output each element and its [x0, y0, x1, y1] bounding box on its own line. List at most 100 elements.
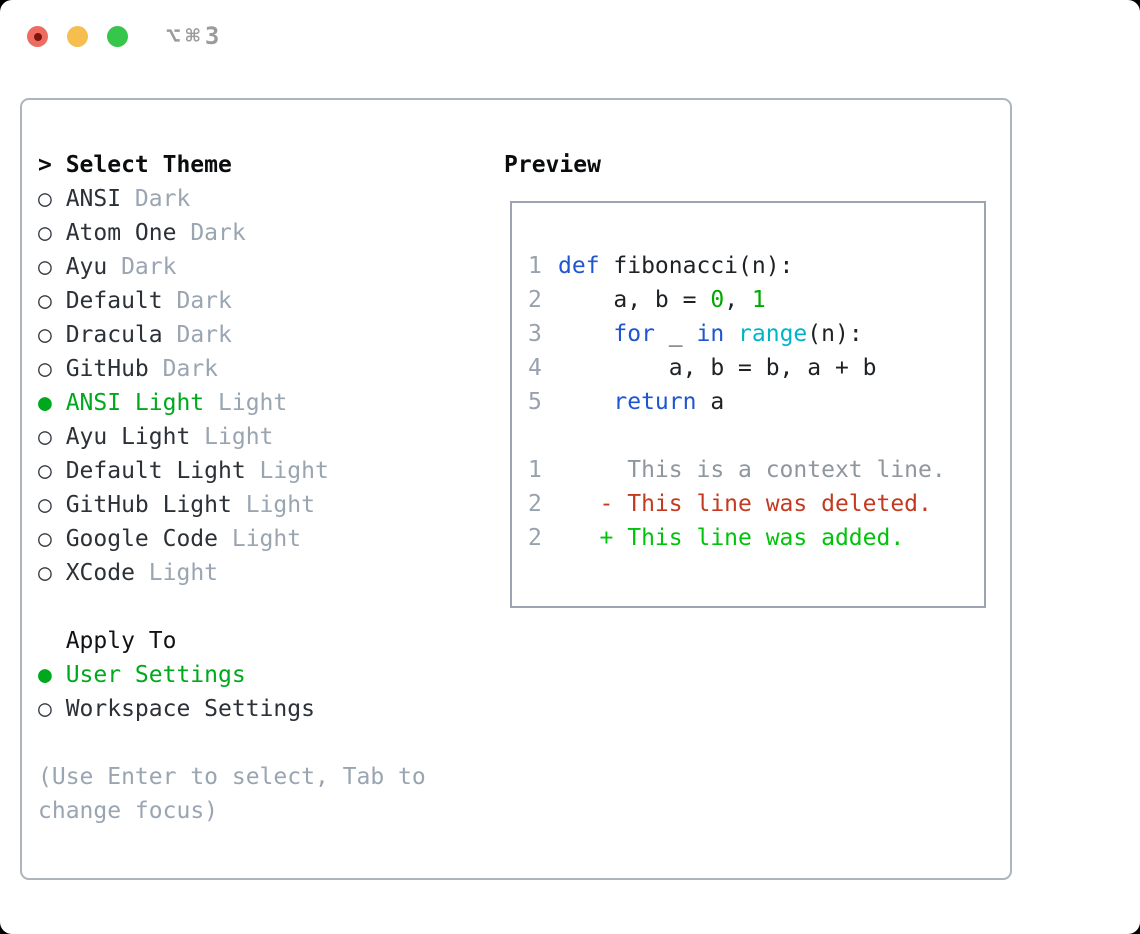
radio-icon: ○ [38, 254, 52, 280]
theme-list-title: > Select Theme [38, 148, 426, 182]
code-line: 2 - This line was deleted. [528, 487, 984, 521]
theme-item-atom-one[interactable]: ○ Atom One Dark [38, 216, 426, 250]
theme-variant-tag: Dark [148, 356, 219, 382]
theme-variant-tag: Light [218, 526, 302, 552]
radio-icon: ○ [38, 186, 52, 212]
theme-name: XCode [65, 560, 135, 586]
code-segment-text [724, 321, 738, 347]
line-number: 3 [528, 321, 542, 347]
help-text-line-2: change focus) [38, 798, 219, 824]
radio-icon: ○ [38, 424, 52, 450]
code-segment-number: 0 [710, 287, 725, 313]
code-segment-text [558, 389, 613, 415]
code-segment-text: a, b = [558, 287, 711, 313]
theme-name: GitHub Light [65, 492, 232, 518]
code-segment-text: _ [654, 321, 697, 347]
code-line: 5 return a [528, 385, 984, 419]
preview-title: Preview [504, 152, 601, 178]
minimize-button[interactable] [67, 26, 88, 47]
code-segment-text: fibonacci(n): [599, 253, 794, 279]
line-number: 5 [528, 389, 542, 415]
line-number: 1 [528, 253, 542, 279]
theme-variant-tag: Dark [162, 322, 232, 348]
code-segment-keyword: return [613, 389, 697, 415]
apply-option-label: Workspace Settings [65, 696, 315, 722]
theme-item-default[interactable]: ○Default Dark [38, 284, 426, 318]
apply-to-title: Apply To [65, 628, 177, 654]
radio-icon: ○ [38, 560, 52, 586]
theme-variant-tag: Dark [162, 288, 232, 314]
theme-item-xcode[interactable]: ○ XCode Light [38, 556, 426, 590]
code-segment-text: , [724, 287, 752, 313]
radio-icon: ○ [38, 526, 52, 552]
radio-icon: ○ [38, 322, 52, 348]
code-segment-deleted: - This line was deleted. [558, 491, 932, 517]
theme-item-ansi-light[interactable]: ● ANSI Light Light [38, 386, 426, 420]
apply-to-options: ●User Settings ○ Workspace Settings [38, 658, 426, 726]
theme-item-ayu[interactable]: ○ Ayu Dark [38, 250, 426, 284]
code-segment-added: + This line was added. [558, 525, 905, 551]
line-number: 1 [528, 457, 542, 483]
theme-variant-tag: Dark [121, 186, 191, 212]
code-line: 2 + This line was added. [528, 521, 984, 555]
line-number: 4 [528, 355, 542, 381]
traffic-lights [27, 26, 128, 47]
radio-icon: ○ [38, 458, 52, 484]
theme-variant-tag: Light [134, 560, 219, 586]
theme-list-title-label: Select Theme [65, 152, 232, 178]
radio-icon: ○ [38, 288, 52, 314]
spacer [38, 590, 426, 624]
line-number: 2 [528, 287, 542, 313]
theme-name: Dracula [65, 322, 163, 348]
theme-list: ○ANSI Dark○Atom One Dark○Ayu Dark○Defaul… [38, 182, 426, 590]
theme-variant-tag: Light [204, 390, 288, 416]
theme-name: ANSI Light [65, 390, 205, 416]
radio-icon: ○ [38, 220, 52, 246]
theme-item-default-light[interactable]: ○ Default Light Light [38, 454, 426, 488]
radio-icon: ● [38, 662, 52, 688]
code-line: 3 for _ in range(n): [528, 317, 984, 351]
theme-item-google-code[interactable]: ○Google Code Light [38, 522, 426, 556]
theme-item-ansi[interactable]: ○ ANSI Dark [38, 182, 426, 216]
theme-variant-tag: Light [245, 458, 329, 484]
theme-name: GitHub [65, 356, 149, 382]
theme-name: Atom One [65, 220, 177, 246]
main-panel: > Select Theme ○ ANSI Dark ○ Atom One Dark ○ A… [20, 98, 1012, 880]
apply-option-user-settings[interactable]: ●User Settings [38, 658, 426, 692]
radio-icon: ● [38, 390, 52, 416]
radio-icon: ○ [38, 492, 52, 518]
code-segment-keyword: def [558, 253, 600, 279]
theme-name: Ayu [65, 254, 108, 280]
theme-item-github[interactable]: ○ GitHub Dark [38, 352, 426, 386]
theme-name: ANSI [65, 186, 122, 212]
code-segment-number: 1 [751, 287, 766, 313]
theme-variant-tag: Light [231, 492, 315, 518]
code-segment-text: a [696, 389, 725, 415]
theme-item-ayu-light[interactable]: ○ Ayu Light Light [38, 420, 426, 454]
code-line: 4 a, b = b, a + b [528, 351, 984, 385]
radio-icon: ○ [38, 696, 52, 722]
code-segment-builtin: range [738, 321, 808, 347]
line-number: 2 [528, 491, 542, 517]
theme-item-github-light[interactable]: ○ GitHub Light Light [38, 488, 426, 522]
theme-variant-tag: Dark [107, 254, 177, 280]
zoom-button[interactable] [107, 26, 128, 47]
code-line: 2 a, b = 0, 1 [528, 283, 984, 317]
help-text-line-1: (Use Enter to select, Tab to [38, 764, 426, 790]
radio-icon: ○ [38, 356, 52, 382]
theme-item-dracula[interactable]: ○ Dracula Dark [38, 318, 426, 352]
theme-name: Ayu Light [65, 424, 191, 450]
apply-option-workspace-settings[interactable]: ○ Workspace Settings [38, 692, 426, 726]
code-segment-keyword: in [696, 321, 725, 347]
close-button[interactable] [27, 26, 48, 47]
window-shortcut: ⌥⌘3 [166, 22, 225, 50]
code-segment-context: This is a context line. [558, 457, 946, 483]
theme-name: Default Light [65, 458, 246, 484]
prompt-marker-icon: > [38, 152, 52, 178]
code-segment-keyword: for [613, 321, 655, 347]
theme-variant-tag: Dark [176, 220, 246, 246]
code-line: 1 This is a context line. [528, 453, 984, 487]
theme-variant-tag: Light [190, 424, 274, 450]
